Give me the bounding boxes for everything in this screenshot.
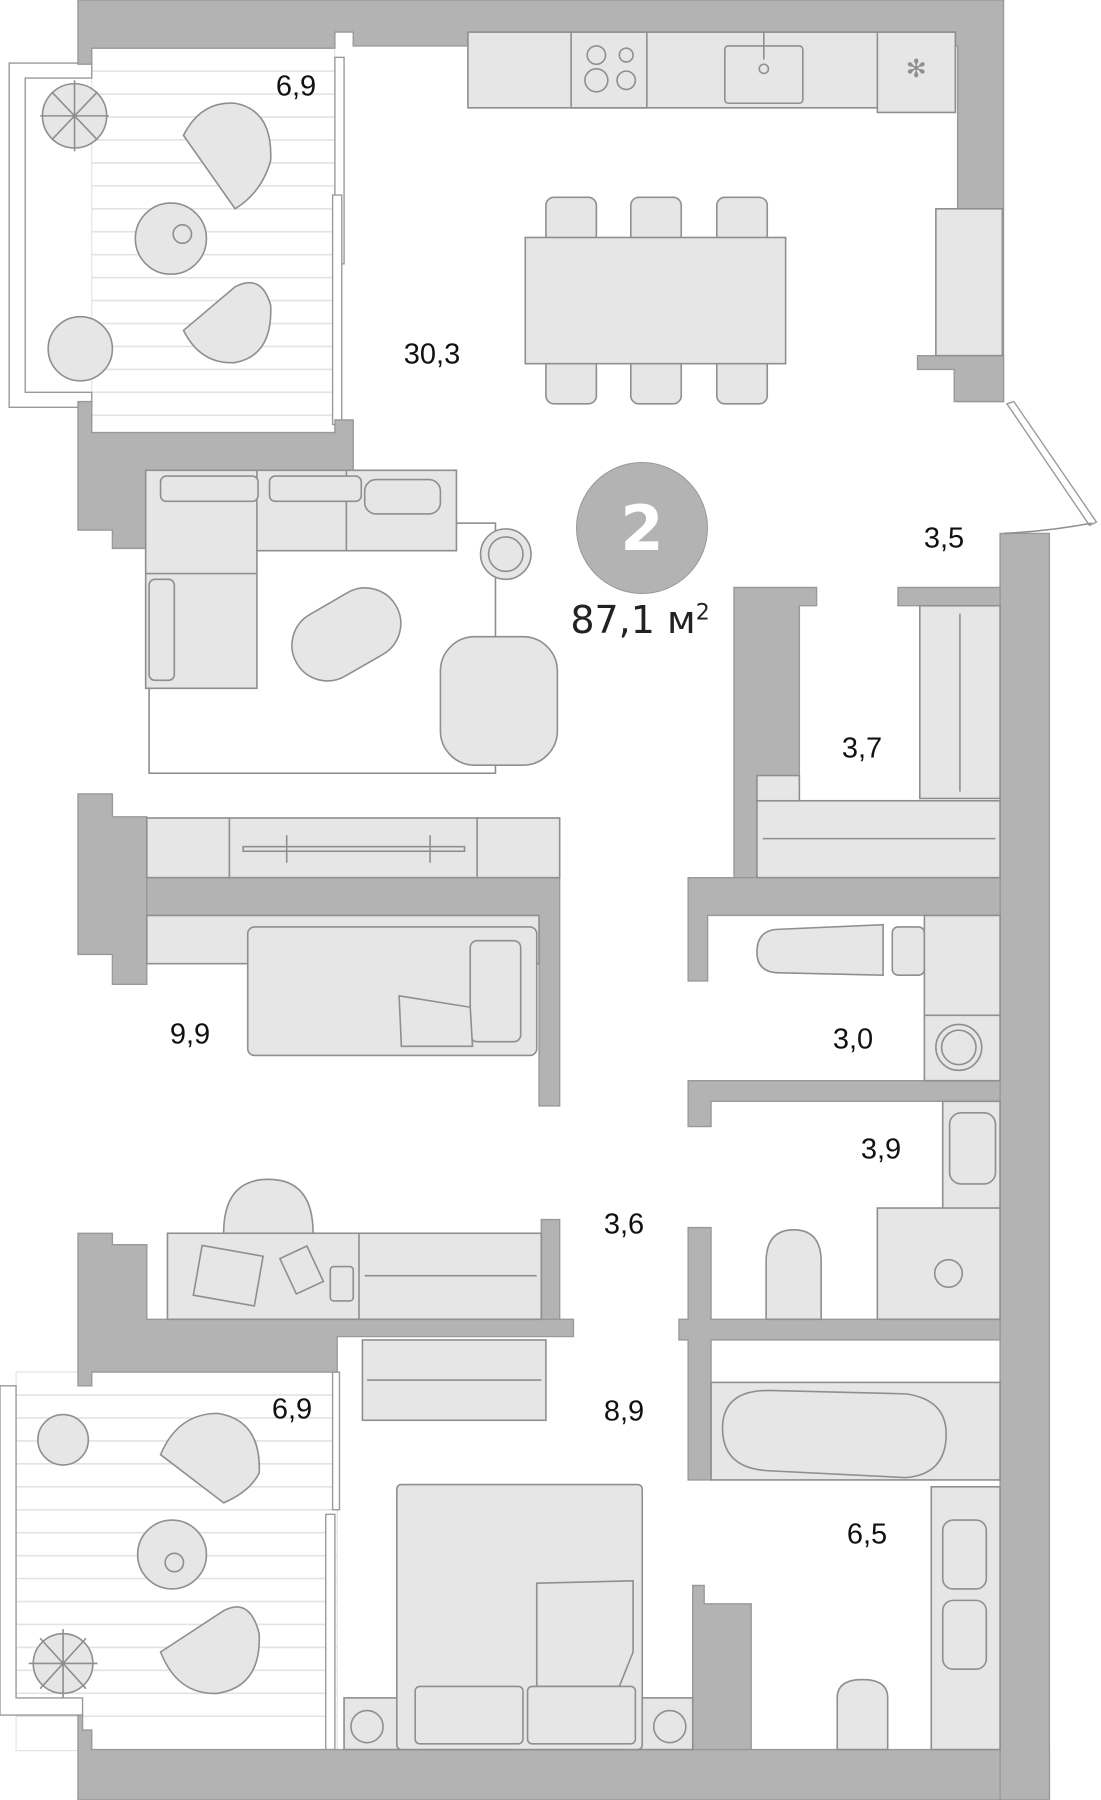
- room-label-bedroom-master: 8,9: [603, 1395, 645, 1428]
- bed-single: [145, 914, 540, 1057]
- room-label-laundry: 3,0: [832, 1023, 874, 1056]
- dining-table: [524, 196, 787, 405]
- kitchen-counter: ✻: [467, 31, 1004, 357]
- room-label-wc: 3,9: [860, 1133, 902, 1166]
- rooms-count-badge: 2: [576, 462, 708, 594]
- bathroom-fixtures: [710, 1381, 1001, 1751]
- living-furniture: [144, 469, 559, 775]
- room-label-kitchen-living: 30,3: [403, 338, 461, 371]
- desk: [166, 1178, 543, 1321]
- room-label-bathroom: 6,5: [846, 1518, 888, 1551]
- room-label-balcony-bottom: 6,9: [271, 1393, 313, 1426]
- total-area: 87,1 м2: [570, 598, 709, 642]
- snowflake-icon: ✻: [906, 55, 927, 83]
- balcony-top-furniture: [40, 80, 272, 382]
- total-area-value: 87,1: [570, 598, 655, 642]
- total-area-unit: м: [667, 598, 696, 642]
- bed-double: [343, 1483, 694, 1751]
- entrance-door: [1003, 400, 1098, 535]
- room-label-balcony-top: 6,9: [275, 70, 317, 103]
- balcony-bottom-furniture: [28, 1412, 261, 1698]
- wardrobe-corridor: [361, 1339, 547, 1422]
- room-label-corridor: 3,6: [603, 1208, 645, 1241]
- rooms-count: 2: [620, 491, 664, 565]
- room-label-wardrobe: 3,7: [841, 732, 883, 765]
- room-label-hall-entry: 3,5: [923, 522, 965, 555]
- tv-unit: [145, 817, 561, 879]
- room-label-bedroom-small: 9,9: [169, 1018, 211, 1051]
- walls: [77, 0, 1051, 1800]
- laundry-appliances: [756, 914, 1001, 1082]
- walk-in-closet: [756, 604, 1001, 879]
- total-area-sup: 2: [695, 600, 710, 626]
- wc-fixtures: [765, 1100, 1001, 1321]
